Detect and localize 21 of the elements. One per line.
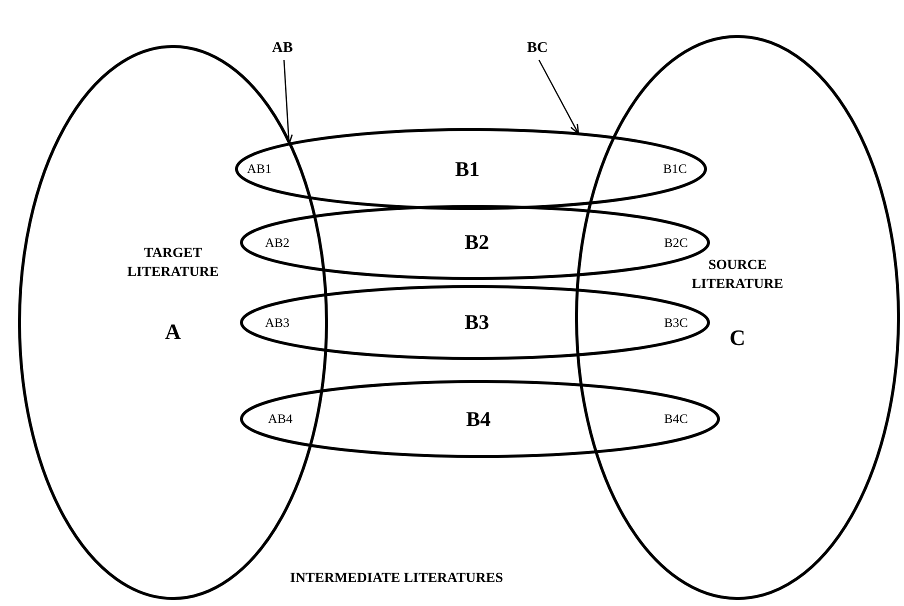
overlap-label: B2C [664,234,688,250]
set-label: B1 [455,156,480,182]
overlap-label: B3C [664,314,688,330]
set-letter: C [730,324,746,352]
set-label: B2 [464,230,490,255]
leader-arrow [538,60,580,134]
set-label: B4 [466,406,491,432]
overlap-label: AB3 [265,314,290,330]
overlap-label: AB1 [247,161,272,177]
overlap-label: B1C [663,161,687,177]
overlap-label: AB4 [268,411,293,427]
overlap-label: AB2 [265,234,290,250]
leader-arrow [283,60,293,145]
overlap-label: B4C [664,411,688,427]
set-label: B3 [464,310,490,335]
set-letter: A [165,318,181,346]
set-title: TARGET LITERATURE [126,245,220,282]
callout-label: AB [272,40,293,57]
set-title: SOURCE LITERATURE [690,257,784,294]
callout-label: BC [527,40,548,57]
caption-text: INTERMEDIATE LITERATURES [290,571,504,587]
